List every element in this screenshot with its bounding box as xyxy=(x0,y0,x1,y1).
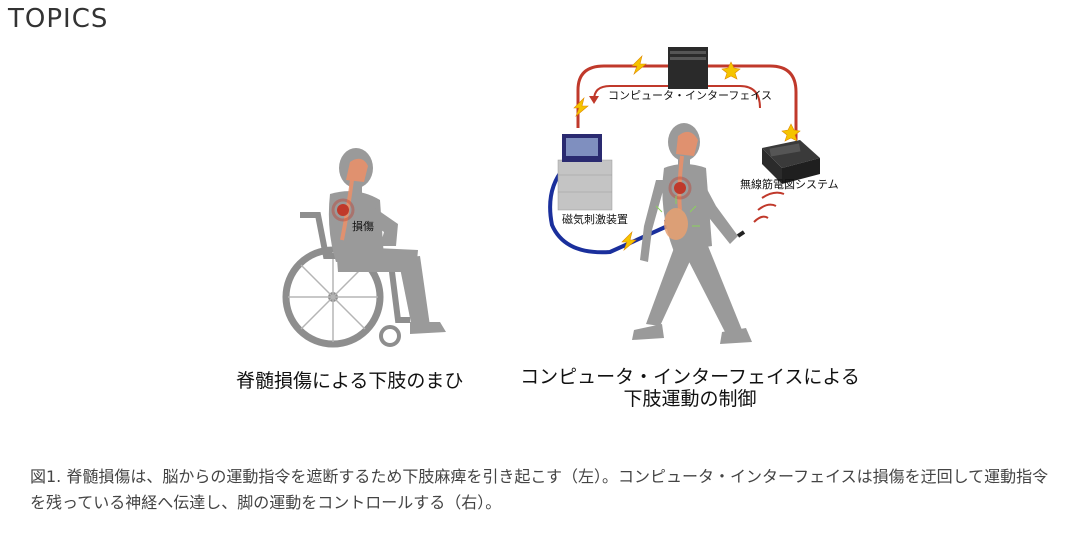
left-figure-caption: 脊髄損傷による下肢のまひ xyxy=(236,370,464,392)
magnetic-stimulator-label: 磁気刺激装置 xyxy=(562,213,628,226)
computer-interface-label: コンピュータ・インターフェイス xyxy=(608,89,773,102)
illustration xyxy=(282,47,820,348)
injury-label: 損傷 xyxy=(352,220,374,233)
wireless-emg-icon xyxy=(762,140,820,184)
figure-caption: 図1. 脊髄損傷は、脳からの運動指令を遮断するため下肢麻痺を引き起こす（左）。コ… xyxy=(30,467,1049,512)
right-figure-caption: コンピュータ・インターフェイスによる 下肢運動の制御 xyxy=(510,366,870,410)
seated-person xyxy=(328,148,446,334)
wireless-signal-icon xyxy=(753,191,785,223)
walking-person xyxy=(632,123,752,344)
spark-icons xyxy=(573,55,801,251)
wireless-emg-label: 無線筋電図システム xyxy=(740,178,839,191)
page-heading: TOPICS xyxy=(8,4,109,34)
magnetic-stimulator-icon xyxy=(557,134,613,211)
computer-tower-icon xyxy=(668,47,708,89)
right-caption-line1: コンピュータ・インターフェイスによる xyxy=(520,366,860,388)
right-caption-line2: 下肢運動の制御 xyxy=(623,388,757,410)
